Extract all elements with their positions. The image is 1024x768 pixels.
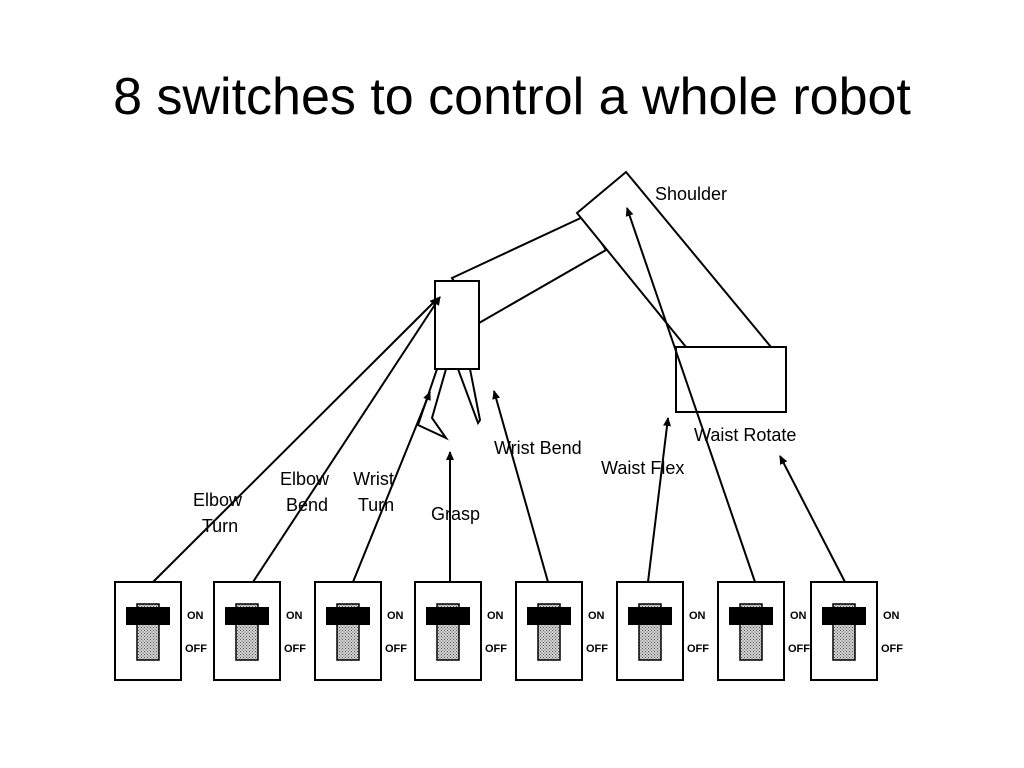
- switch-handle[interactable]: [729, 607, 773, 625]
- switch-handle[interactable]: [225, 607, 269, 625]
- label-wrist-bend: Wrist Bend: [494, 438, 582, 458]
- wrist-bend-arrow: [492, 390, 549, 583]
- switch-off-label: OFF: [881, 643, 903, 655]
- wrist-block: [434, 280, 480, 370]
- gripper-right-jaw: [456, 368, 482, 426]
- label-waist-flex: Waist Flex: [601, 458, 684, 478]
- switch-4[interactable]: ON OFF: [414, 581, 507, 681]
- switch-off-label: OFF: [385, 643, 407, 655]
- switch-handle[interactable]: [628, 607, 672, 625]
- switch-off-label: OFF: [284, 643, 306, 655]
- switch-handle[interactable]: [527, 607, 571, 625]
- switch-on-label: ON: [387, 610, 404, 622]
- slide-title: 8 switches to control a whole robot: [113, 68, 911, 126]
- label-elbow-bend: Elbow Bend: [280, 469, 334, 515]
- switch-on-label: ON: [487, 610, 504, 622]
- switch-on-label: ON: [286, 610, 303, 622]
- switch-handle[interactable]: [326, 607, 370, 625]
- switch-off-label: OFF: [788, 643, 810, 655]
- label-elbow-turn: Elbow Turn: [193, 490, 247, 536]
- switch-bank: ON OFF ON OFF ON OFF ON OFF ON OFF ON OFF ON OFF ON OFF: [114, 581, 903, 681]
- robot-arm: [416, 170, 787, 441]
- switch-on-label: ON: [790, 610, 807, 622]
- label-grasp: Grasp: [431, 504, 480, 524]
- waist-rotate-arrow: [779, 455, 846, 583]
- label-wrist-turn: Wrist Turn: [353, 469, 399, 515]
- switch-on-label: ON: [187, 610, 204, 622]
- switch-handle[interactable]: [822, 607, 866, 625]
- control-arrows: [152, 207, 846, 583]
- switch-on-label: ON: [588, 610, 605, 622]
- switch-8[interactable]: ON OFF: [810, 581, 903, 681]
- switch-1[interactable]: ON OFF: [114, 581, 207, 681]
- wrist-turn-arrow: [352, 391, 431, 583]
- switch-3[interactable]: ON OFF: [314, 581, 407, 681]
- switch-off-label: OFF: [185, 643, 207, 655]
- switch-7[interactable]: ON OFF: [717, 581, 810, 681]
- switch-handle[interactable]: [426, 607, 470, 625]
- shoulder-arrow: [625, 207, 756, 583]
- switch-off-label: OFF: [485, 643, 507, 655]
- switch-off-label: OFF: [586, 643, 608, 655]
- switch-on-label: ON: [689, 610, 706, 622]
- label-waist-rotate: Waist Rotate: [694, 425, 796, 445]
- switch-off-label: OFF: [687, 643, 709, 655]
- waist-flex-arrow: [647, 417, 672, 583]
- elbow-bend-arrow: [252, 296, 441, 583]
- switch-6[interactable]: ON OFF: [616, 581, 709, 681]
- switch-2[interactable]: ON OFF: [213, 581, 306, 681]
- waist-box: [675, 346, 787, 413]
- gripper-left-jaw: [416, 368, 449, 441]
- elbow-turn-arrow: [152, 297, 439, 583]
- part-labels: Shoulder Waist Rotate Waist Flex Wrist B…: [193, 184, 796, 536]
- switch-on-label: ON: [883, 610, 900, 622]
- switch-5[interactable]: ON OFF: [515, 581, 608, 681]
- label-shoulder: Shoulder: [655, 184, 727, 204]
- switch-handle[interactable]: [126, 607, 170, 625]
